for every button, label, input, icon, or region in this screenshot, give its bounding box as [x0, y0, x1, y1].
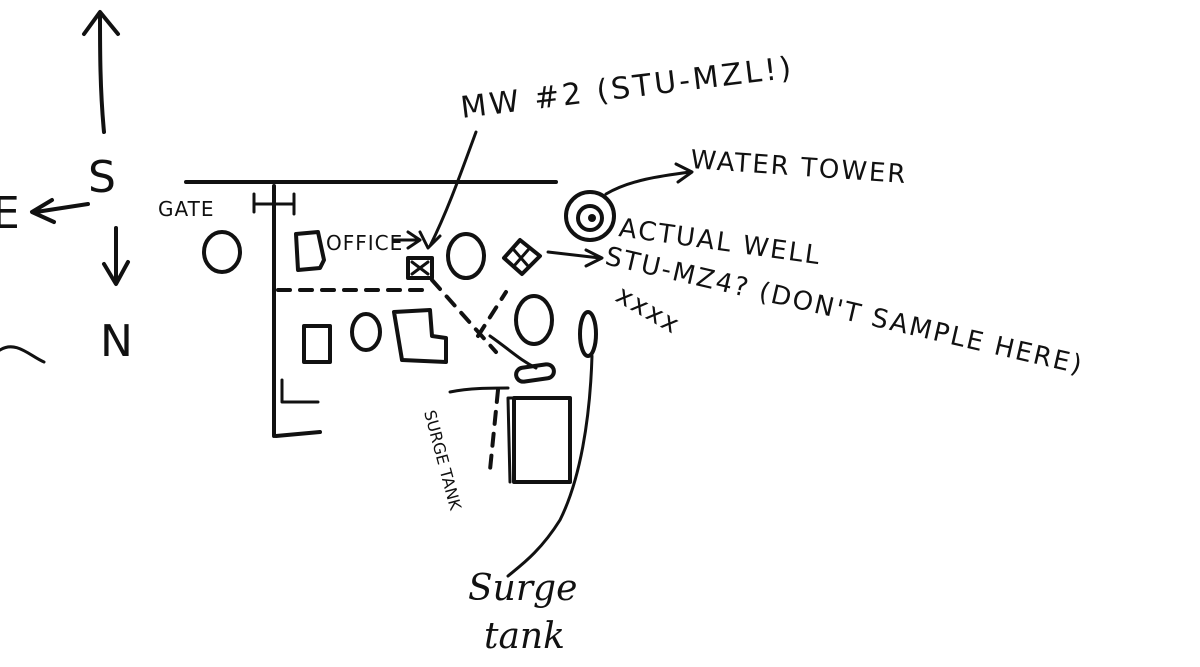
partial-stroke — [0, 345, 46, 364]
actual-well-diamond-x — [512, 248, 530, 268]
building-square-small — [302, 324, 332, 364]
compass-east-label: E — [0, 188, 20, 239]
building-l-shape — [392, 308, 448, 364]
surge-tank-small-label: SURGE TANK — [420, 408, 465, 512]
small-surge-tank — [514, 362, 556, 384]
compass-north-label: N — [100, 316, 133, 367]
fence-x-marks: xxxx — [611, 280, 686, 341]
gate-symbol — [252, 192, 296, 216]
office-building — [294, 230, 326, 272]
surge-label-line2: tank — [484, 616, 565, 657]
office-arrow — [392, 230, 422, 250]
compass-south-label: S — [88, 152, 116, 203]
office-label: OFFICE — [326, 231, 403, 255]
tank-circle-left — [202, 230, 242, 274]
mw2-well-box — [406, 256, 434, 280]
water-tower-inner — [576, 204, 604, 232]
tank-circle-lower — [350, 312, 382, 352]
surge-tank-oval — [578, 310, 598, 358]
up-arrow — [82, 10, 120, 134]
west-arrow — [30, 198, 90, 224]
dashed-line-lower — [488, 388, 500, 472]
down-arrow — [102, 226, 130, 286]
stu-mz4-arrow — [546, 248, 604, 268]
dashed-line-diagonal — [430, 278, 498, 354]
water-tower-label: WATER TOWER — [690, 145, 909, 190]
tank-circle-center — [446, 232, 486, 280]
north-arrow-group: S N E — [0, 10, 133, 367]
mw2-label: MW #2 (STU-MZL!) — [459, 50, 796, 126]
mw2-pointer — [418, 130, 478, 250]
large-building-side — [506, 396, 518, 484]
water-tower-core — [588, 214, 596, 222]
gate-label: GATE — [158, 197, 214, 221]
water-tower-arrow — [604, 162, 694, 196]
tank-circle-right — [514, 294, 554, 346]
left-bracket — [280, 378, 320, 404]
large-building — [512, 396, 572, 484]
bottom-small-line — [274, 430, 322, 438]
surge-label-line1: Surge — [468, 568, 577, 609]
mw2-well-x — [410, 260, 430, 276]
dashed-line-upper — [476, 290, 508, 338]
actual-well-diamond — [502, 238, 542, 276]
small-surge-pointer — [448, 386, 510, 394]
water-tower-outer — [564, 190, 616, 242]
surge-tank-pointer — [506, 354, 594, 578]
